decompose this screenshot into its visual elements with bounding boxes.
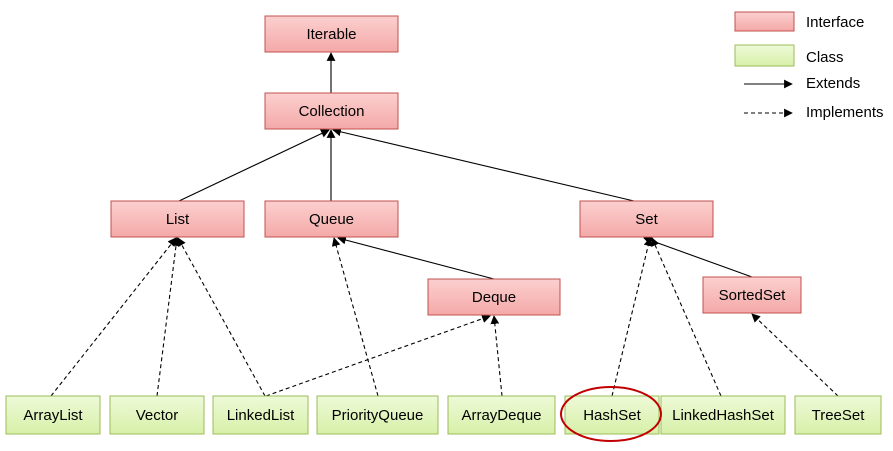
node-deque: Deque [427,278,561,316]
node-linkedlist-box [212,395,309,435]
edge-linkedlist-implements-list [177,237,266,397]
node-arraydeque-label: ArrayDeque [461,407,541,424]
node-priorityqueue-box [316,395,439,435]
node-linkedlist: LinkedList [212,395,309,435]
node-treeset-box [794,395,882,435]
node-list: List [110,200,245,238]
node-sortedset-box [702,276,802,314]
edge-list-extends-collection [178,129,330,202]
node-sortedset-label: SortedSet [719,287,787,304]
node-iterable: Iterable [264,15,399,53]
node-arraylist-label: ArrayList [23,407,83,424]
edge-deque-extends-queue [337,235,495,280]
node-arraylist: ArrayList [5,395,101,435]
node-arraylist-box [5,395,101,435]
node-queue-label: Queue [309,211,354,228]
legend: Interface Class Extends Implements [734,11,884,121]
node-linkedlist-label: LinkedList [227,407,295,424]
edge-linkedlist-implements-deque [265,314,491,397]
node-treeset-label: TreeSet [812,407,866,424]
hashset-highlight-circle [560,386,662,442]
node-vector: Vector [109,395,205,435]
legend-interface-swatch [734,11,795,32]
node-deque-label: Deque [472,289,516,306]
edge-arraydeque-implements-deque [490,315,503,397]
node-hashset-box [564,395,660,435]
node-linkedhashset-box [660,395,786,435]
node-set-label: Set [635,211,658,228]
edge-sortedset-extends-set [643,236,753,278]
edge-treeset-implements-sortedset [751,313,839,397]
edges-layer [50,52,839,397]
node-treeset: TreeSet [794,395,882,435]
node-linkedhashset-label: LinkedHashSet [672,407,775,424]
node-set-box [579,200,714,238]
node-hashset: HashSet [564,395,660,435]
node-hashset-label: HashSet [583,407,641,424]
edge-vector-implements-list [156,237,181,397]
edge-priorityqueue-implements-queue [331,237,379,397]
node-queue: Queue [264,200,399,238]
edge-hashset-implements-set [611,237,653,397]
edge-linkedhashset-implements-set [651,237,722,397]
node-vector-label: Vector [136,407,179,424]
node-set: Set [579,200,714,238]
node-iterable-label: Iterable [306,26,356,43]
legend-extends-label: Extends [806,75,860,92]
node-arraydeque-box [447,395,556,435]
node-priorityqueue-label: PriorityQueue [332,407,424,424]
node-iterable-box [264,15,399,53]
node-linkedhashset: LinkedHashSet [660,395,786,435]
node-sortedset: SortedSet [702,276,802,314]
node-queue-box [264,200,399,238]
edge-set-extends-collection [332,127,635,202]
legend-interface-label: Interface [806,14,864,31]
edge-arraylist-implements-list [50,237,177,397]
node-collection-label: Collection [299,103,365,120]
node-collection-box [264,92,399,130]
node-arraydeque: ArrayDeque [447,395,556,435]
node-deque-box [427,278,561,316]
node-list-label: List [166,211,190,228]
node-priorityqueue: PriorityQueue [316,395,439,435]
legend-class-swatch [734,44,795,67]
legend-implements-label: Implements [806,104,884,121]
node-vector-box [109,395,205,435]
node-collection: Collection [264,92,399,130]
legend-class-label: Class [806,49,844,66]
node-list-box [110,200,245,238]
